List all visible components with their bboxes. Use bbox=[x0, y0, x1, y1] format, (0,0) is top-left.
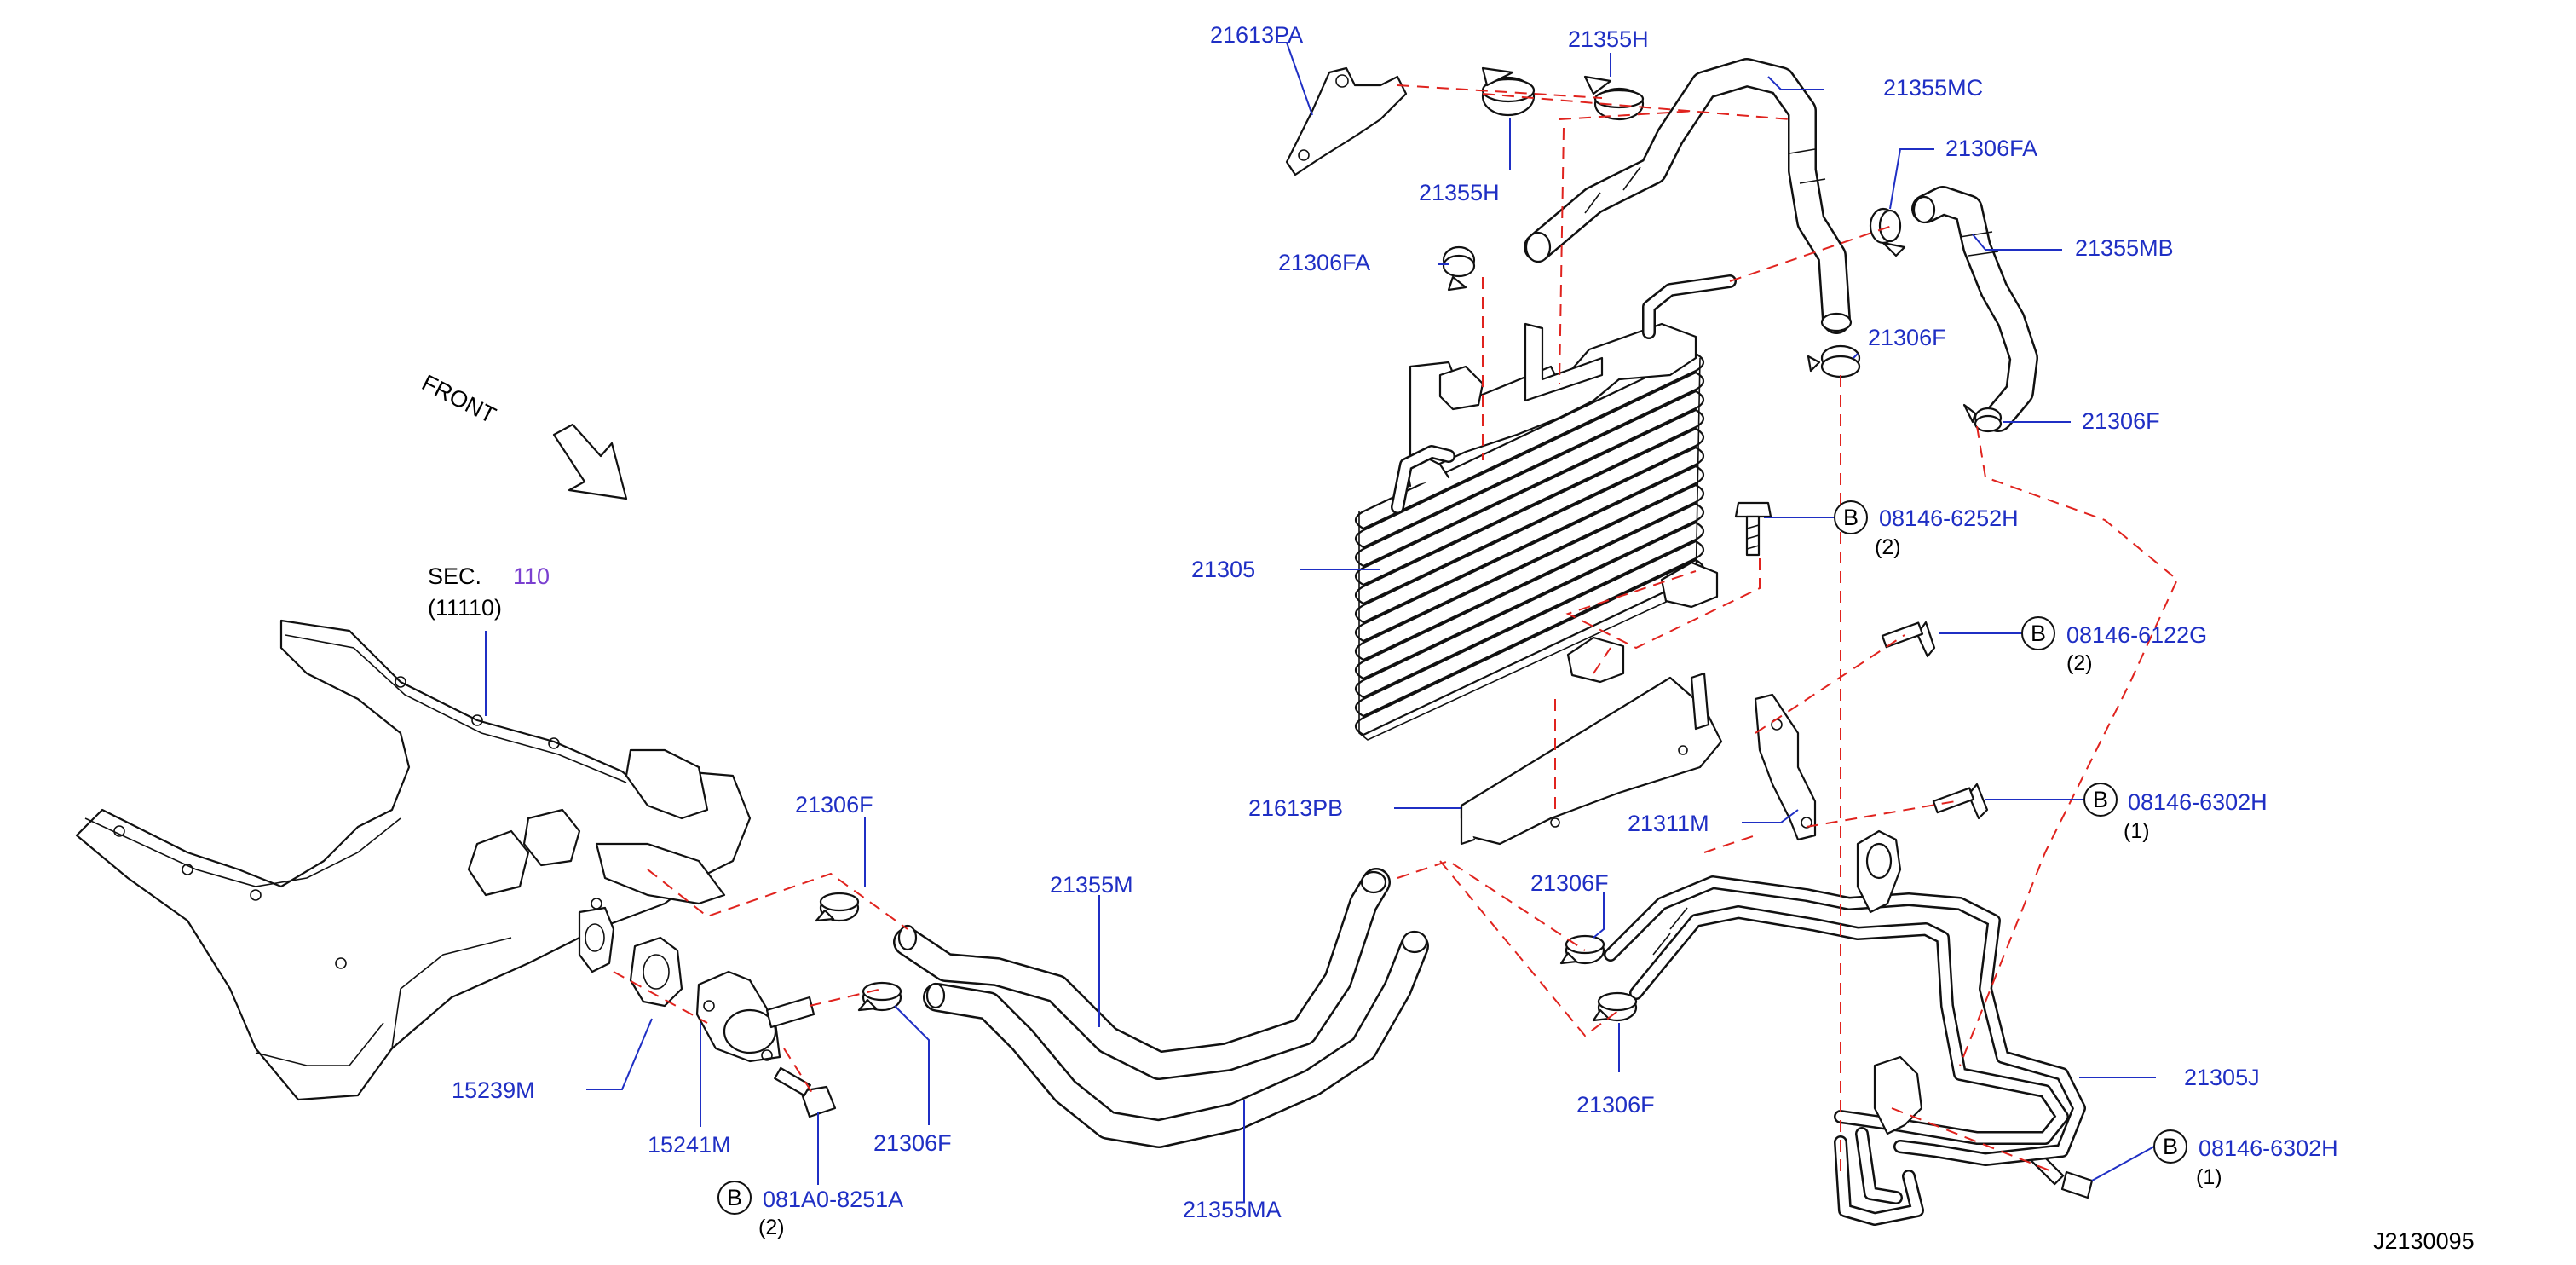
bolt-callout-b5[interactable]: B 081A0-8251A (2) bbox=[717, 1181, 903, 1239]
bolt-marker-letter: B bbox=[727, 1185, 742, 1210]
label-21355mc[interactable]: 21355MC bbox=[1883, 75, 1983, 101]
bolt-marker-circle bbox=[2083, 783, 2118, 817]
section-prefix: SEC. bbox=[428, 563, 481, 589]
label-21306f-leftbottom[interactable]: 21306F bbox=[873, 1130, 952, 1156]
bolt-quantity: (1) bbox=[2196, 1165, 2222, 1189]
cooler-fin bbox=[1354, 427, 1705, 605]
label-21306f-left[interactable]: 21306F bbox=[795, 792, 873, 817]
label-21305[interactable]: 21305 bbox=[1191, 557, 1255, 582]
label-21306f-mid[interactable]: 21306F bbox=[1868, 325, 1946, 350]
cooler-fin bbox=[1354, 446, 1705, 624]
assembly-guide-lines bbox=[613, 84, 2179, 1176]
tube-21305j-drawing bbox=[1604, 829, 2086, 1226]
clamp-21306f-lowbottom-drawing bbox=[1592, 991, 1638, 1022]
bolt-quantity: (2) bbox=[1875, 535, 1901, 559]
bolt-callout-b2[interactable]: B 08146-6122G (2) bbox=[2021, 616, 2207, 675]
hose-21355mb-drawing bbox=[1911, 186, 2038, 432]
clamp-21306f-lowmid-drawing bbox=[1559, 934, 1605, 965]
clamp-21306f-leftbottom-drawing bbox=[857, 981, 902, 1012]
cooler-frame bbox=[1358, 357, 1701, 741]
bolt-marker-letter: B bbox=[2093, 787, 2108, 812]
bolt-quantity: (2) bbox=[2066, 651, 2093, 675]
label-21306f-right[interactable]: 21306F bbox=[2082, 408, 2160, 434]
bolt-callout-b4[interactable]: B 08146-6302H (1) bbox=[2153, 1129, 2338, 1189]
section-sub-ref: (11110) bbox=[428, 595, 502, 621]
label-15239m[interactable]: 15239M bbox=[452, 1077, 535, 1103]
bolt-b2-drawing bbox=[1881, 621, 1936, 658]
bolt-marker-circle bbox=[2153, 1129, 2187, 1164]
label-21355mb[interactable]: 21355MB bbox=[2075, 235, 2174, 261]
bolt-quantity: (1) bbox=[2124, 819, 2150, 843]
bolt-marker-circle bbox=[717, 1181, 752, 1215]
label-21306fa-left[interactable]: 21306FA bbox=[1278, 250, 1370, 275]
hose-21355m-drawing bbox=[893, 868, 1391, 1080]
label-21305j[interactable]: 21305J bbox=[2184, 1065, 2260, 1090]
label-21613pb[interactable]: 21613PB bbox=[1248, 795, 1343, 821]
hose-21355ma-drawing bbox=[923, 930, 1429, 1148]
bolt-b3-drawing bbox=[1932, 783, 1989, 820]
bolt-b5-drawing bbox=[774, 1066, 837, 1118]
gasket-15239m-drawing bbox=[578, 906, 683, 1008]
bolt-callout-b3[interactable]: B 08146-6302H (1) bbox=[2083, 783, 2268, 843]
bracket-21613pa-drawing bbox=[1285, 66, 1408, 176]
bolt-b1-drawing bbox=[1734, 501, 1772, 557]
cooler-fin bbox=[1354, 408, 1705, 586]
bolt-marker-letter: B bbox=[2163, 1134, 2178, 1159]
section-number-link[interactable]: 110 bbox=[513, 563, 550, 589]
bolt-quantity: (2) bbox=[758, 1216, 785, 1239]
bolt-part-number[interactable]: 081A0-8251A bbox=[763, 1187, 903, 1212]
bolt-part-number[interactable]: 08146-6122G bbox=[2066, 622, 2207, 648]
cooler-fin bbox=[1354, 352, 1705, 530]
bracket-21311m-drawing bbox=[1754, 693, 1817, 841]
label-21306fa-right[interactable]: 21306FA bbox=[1945, 136, 2037, 161]
clamp-21306fa-left-drawing bbox=[1442, 245, 1476, 292]
front-label: FRONT bbox=[418, 370, 499, 429]
label-21613pa[interactable]: 21613PA bbox=[1210, 22, 1303, 48]
bolt-part-number[interactable]: 08146-6252H bbox=[1879, 505, 2019, 531]
bracket-21613pb-drawing bbox=[1460, 672, 1723, 846]
engine-oil-pan-drawing bbox=[75, 619, 752, 1101]
clamp-21306f-right-drawing bbox=[1962, 403, 2003, 433]
bolt-marker-circle bbox=[1834, 500, 1868, 534]
bolt-part-number[interactable]: 08146-6302H bbox=[2199, 1135, 2338, 1161]
cooler-fin bbox=[1354, 483, 1705, 661]
clamp-21306f-mid-drawing bbox=[1807, 344, 1861, 378]
label-21306f-lowmid[interactable]: 21306F bbox=[1530, 870, 1609, 896]
label-21306f-lowbottom[interactable]: 21306F bbox=[1576, 1092, 1655, 1118]
diagram-code: J2130095 bbox=[2373, 1228, 2475, 1254]
label-21355ma[interactable]: 21355MA bbox=[1183, 1197, 1282, 1222]
cooler-fin bbox=[1354, 521, 1705, 699]
bolt-marker-circle bbox=[2021, 616, 2055, 650]
front-direction-arrow: FRONT bbox=[418, 370, 628, 500]
clamp-21355h-drawing bbox=[1583, 75, 1645, 121]
bolt-marker-letter: B bbox=[2031, 621, 2046, 646]
label-21355m[interactable]: 21355M bbox=[1050, 872, 1133, 898]
leader-lines bbox=[586, 42, 2156, 1202]
label-21355h-bottom[interactable]: 21355H bbox=[1419, 180, 1500, 205]
clamp-21355h-a-drawing bbox=[1481, 66, 1536, 117]
label-21311m[interactable]: 21311M bbox=[1628, 811, 1709, 836]
bolt-part-number[interactable]: 08146-6302H bbox=[2128, 789, 2268, 815]
bolt-marker-letter: B bbox=[1843, 505, 1859, 530]
cooler-fin bbox=[1354, 502, 1705, 680]
hose-21355mc-drawing bbox=[1524, 58, 1853, 334]
clamp-21306f-left-drawing bbox=[815, 892, 860, 922]
bolt-callout-b1[interactable]: B 08146-6252H (2) bbox=[1834, 500, 2019, 559]
oil-cooler-assembly-drawing bbox=[1354, 274, 1737, 741]
label-21355h-top[interactable]: 21355H bbox=[1568, 26, 1649, 52]
label-15241m[interactable]: 15241M bbox=[648, 1132, 731, 1158]
cooler-fin bbox=[1354, 390, 1705, 568]
clamp-21306fa-right-drawing bbox=[1869, 207, 1906, 257]
cooler-fin bbox=[1354, 371, 1705, 549]
connector-15241m-drawing bbox=[695, 970, 815, 1063]
cooler-fin bbox=[1354, 465, 1705, 643]
